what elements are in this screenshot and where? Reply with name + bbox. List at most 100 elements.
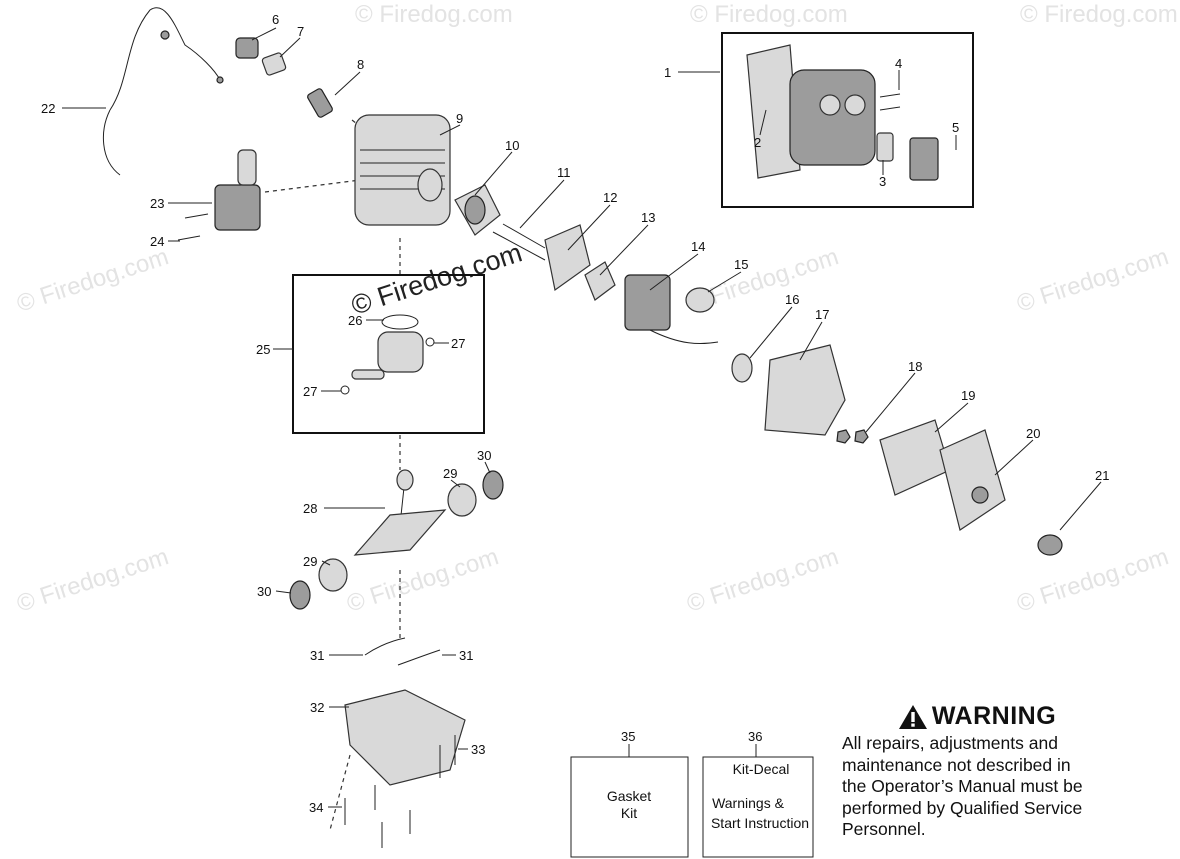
part-7-cap: [261, 52, 287, 76]
callout-10: 10: [505, 138, 519, 153]
muffler-parts: [746, 44, 939, 181]
part-5-plate: [909, 137, 939, 181]
callout-27-right: 27: [451, 336, 465, 351]
warning-line: the Operator’s Manual must be: [842, 776, 1083, 796]
callout-32: 32: [310, 700, 324, 715]
part-16-gasket: [731, 353, 753, 383]
part-2-gasket: [746, 44, 801, 179]
callout-16: 16: [785, 292, 799, 307]
part-14-carburetor: [624, 274, 719, 345]
callout-29-bottom: 29: [303, 554, 317, 569]
part-22-wire-harness: [102, 7, 224, 176]
callout-21: 21: [1095, 468, 1109, 483]
warning-line: Personnel.: [842, 819, 926, 839]
warning-triangle-icon: [898, 704, 927, 729]
part-21-knob: [1037, 534, 1063, 556]
watermark: © Firedog.com: [1020, 1, 1178, 28]
callout-25: 25: [256, 342, 270, 357]
piston-parts: [340, 314, 435, 395]
callout-11: 11: [557, 165, 571, 180]
watermark: © Firedog.com: [355, 1, 513, 28]
gasket-kit-subtitle: Kit: [621, 805, 637, 821]
part-28-crankshaft: [353, 469, 447, 556]
callout-20: 20: [1026, 426, 1040, 441]
part-10-intake: [454, 184, 501, 236]
warning-heading: WARNING: [812, 702, 1142, 731]
callout-15: 15: [734, 257, 748, 272]
callout-1: 1: [664, 65, 671, 80]
part-18-nuts: [836, 429, 869, 444]
callout-2: 2: [754, 135, 761, 150]
callout-22: 22: [41, 101, 55, 116]
part-11-bolts: [492, 223, 546, 261]
part-17-air-box: [764, 344, 846, 436]
callout-18: 18: [908, 359, 922, 374]
part-24-screws: [177, 213, 209, 241]
part-34-screws: [344, 785, 411, 848]
callout-24: 24: [150, 234, 164, 249]
callout-33: 33: [471, 742, 485, 757]
callout-7: 7: [297, 24, 304, 39]
decal-kit-line2: Start Instruction: [711, 815, 809, 831]
warning-line: performed by Qualified Service: [842, 797, 1083, 818]
warning-notice: WARNING All repairs, adjustments and mai…: [842, 702, 1142, 841]
part-31-clips: [364, 637, 441, 666]
callout-29-top: 29: [443, 466, 457, 481]
watermark: © Firedog.com: [1014, 543, 1172, 617]
part-29-bearings: [318, 483, 477, 592]
decal-kit-line1: Warnings &: [712, 795, 785, 811]
leader-lines: [62, 27, 1102, 808]
part-20-filter-cover: [939, 429, 1006, 531]
part-3-gasket: [876, 132, 894, 162]
part-9-cylinder: [354, 114, 451, 226]
decal-kit-title: Kit-Decal: [733, 761, 790, 777]
callout-35: 35: [621, 729, 635, 744]
part-30-seals: [289, 470, 504, 610]
warning-text: All repairs, adjustments and maintenance…: [842, 733, 1142, 841]
callout-23: 23: [150, 196, 164, 211]
gasket-kit-title: Gasket: [607, 788, 651, 804]
callout-6: 6: [272, 12, 279, 27]
callout-19: 19: [961, 388, 975, 403]
part-32-crankcase: [344, 689, 466, 786]
muffler-kit-frame: [721, 32, 974, 208]
watermark: © Firedog.com: [1014, 243, 1172, 317]
callout-14: 14: [691, 239, 705, 254]
decal-kit-box: Kit-Decal Warnings & Start Instruction: [702, 756, 814, 858]
callout-4: 4: [895, 56, 902, 71]
callout-3: 3: [879, 174, 886, 189]
part-19-filter: [879, 419, 951, 496]
callout-36: 36: [748, 729, 762, 744]
watermark: © Firedog.com: [14, 243, 172, 317]
watermark: © Firedog.com: [690, 1, 848, 28]
callout-34: 34: [309, 800, 323, 815]
callout-8: 8: [357, 57, 364, 72]
part-6-button: [235, 37, 259, 59]
watermark-dark: © Firedog.com: [348, 237, 526, 320]
callout-12: 12: [603, 190, 617, 205]
part-33-screws: [439, 735, 456, 778]
part-15-primer: [685, 287, 715, 313]
watermark-layer: © Firedog.com © Firedog.com © Firedog.co…: [14, 1, 1178, 618]
callout-labels: 1 2 3 4 5 6 7 8 9 10 11 12 13 14 15 16 1…: [41, 12, 1109, 815]
callout-30-bottom: 30: [257, 584, 271, 599]
warning-title: WARNING: [931, 702, 1057, 730]
piston-kit-frame: [292, 274, 485, 434]
gasket-kit-box: Gasket Kit: [570, 756, 689, 858]
callout-5: 5: [952, 120, 959, 135]
warning-line: All repairs, adjustments and: [842, 733, 1058, 753]
callout-9: 9: [456, 111, 463, 126]
callout-17: 17: [815, 307, 829, 322]
callout-30-top: 30: [477, 448, 491, 463]
warning-line: maintenance not described in: [842, 754, 1071, 775]
part-13-gasket: [584, 261, 616, 301]
callout-27-left: 27: [303, 384, 317, 399]
muffler-body: [789, 69, 876, 166]
part-8-spark-plug: [307, 88, 333, 118]
callout-26: 26: [348, 313, 362, 328]
watermark: © Firedog.com: [684, 543, 842, 617]
part-12-carb-adapter: [544, 224, 591, 292]
callout-28: 28: [303, 501, 317, 516]
callout-31-left: 31: [310, 648, 324, 663]
